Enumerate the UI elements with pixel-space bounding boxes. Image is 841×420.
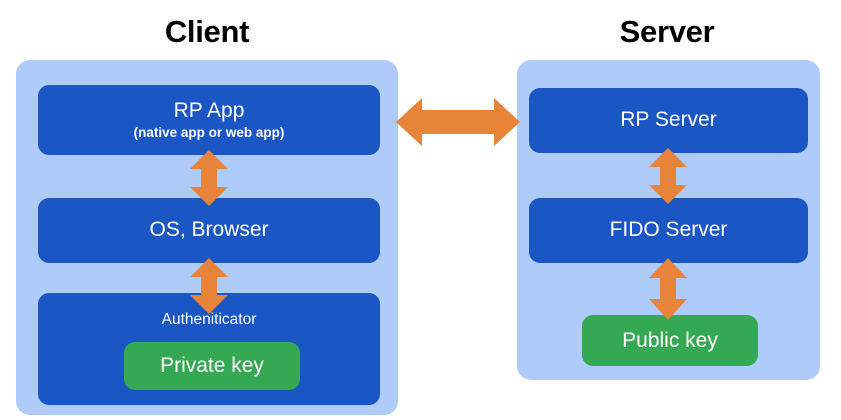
client-box-rp-app-subtitle: (native app or web app) [133,124,285,140]
client-box-rp-app-title: RP App [173,98,245,122]
vertical-double-arrow-icon-rp-server-fido-server [647,148,689,204]
public-key-label: Public key [622,328,718,352]
server-box-rp-server-title: RP Server [620,108,717,132]
vertical-double-arrow-icon-os-browser-authenticator [188,258,230,314]
client-box-os-browser-title: OS, Browser [149,218,269,242]
vertical-double-arrow-icon-fido-server-public-key [647,258,689,320]
client-box-os-browser: OS, Browser [38,198,380,263]
server-title: Server [619,14,715,49]
horizontal-double-arrow-icon-client-server [396,94,520,150]
public-key-box: Public key [582,315,758,366]
server-box-rp-server: RP Server [529,88,808,153]
client-box-rp-app: RP App (native app or web app) [38,85,380,155]
client-box-authenticator-title: Autheniticator [161,311,257,328]
private-key-label: Private key [160,354,264,377]
private-key-box: Private key [124,342,300,390]
server-box-fido-server-title: FIDO Server [609,218,728,242]
client-title: Client [164,14,250,49]
vertical-double-arrow-icon-rp-app-os-browser [188,150,230,206]
server-box-fido-server: FIDO Server [529,198,808,263]
